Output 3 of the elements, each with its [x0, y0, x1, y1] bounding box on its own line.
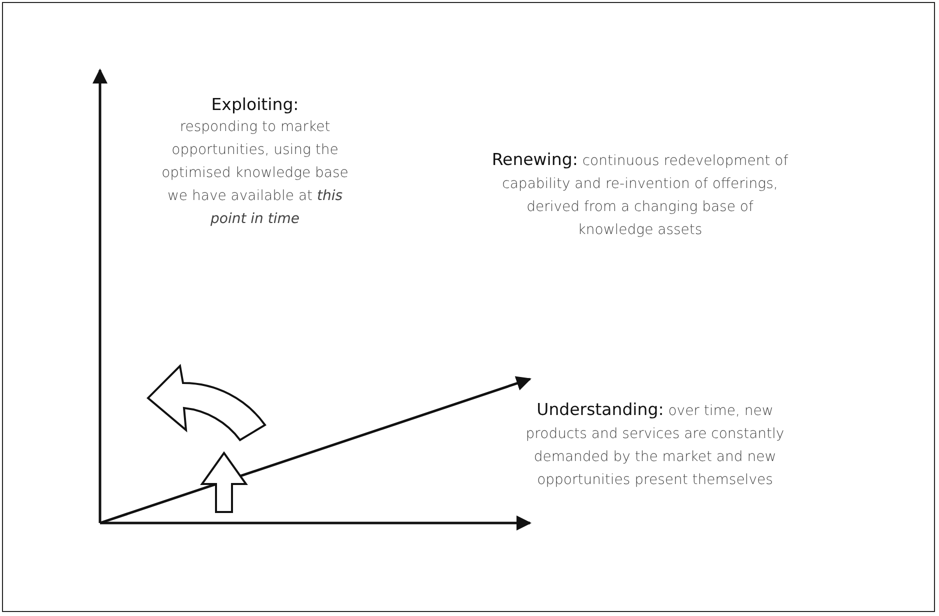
description-text: Understanding: over time, new products and services are constantly demanded by the market and new opportunities present themselves [524, 399, 786, 490]
description-text: Renewing: continuous redevelopment of capability and re-invention of offerings, derived from a changing base of knowledge assets [490, 149, 790, 240]
description-text: Exploiting: responding to market opportunities, using the optimised knowledge base we have available at this point in time [160, 94, 350, 229]
